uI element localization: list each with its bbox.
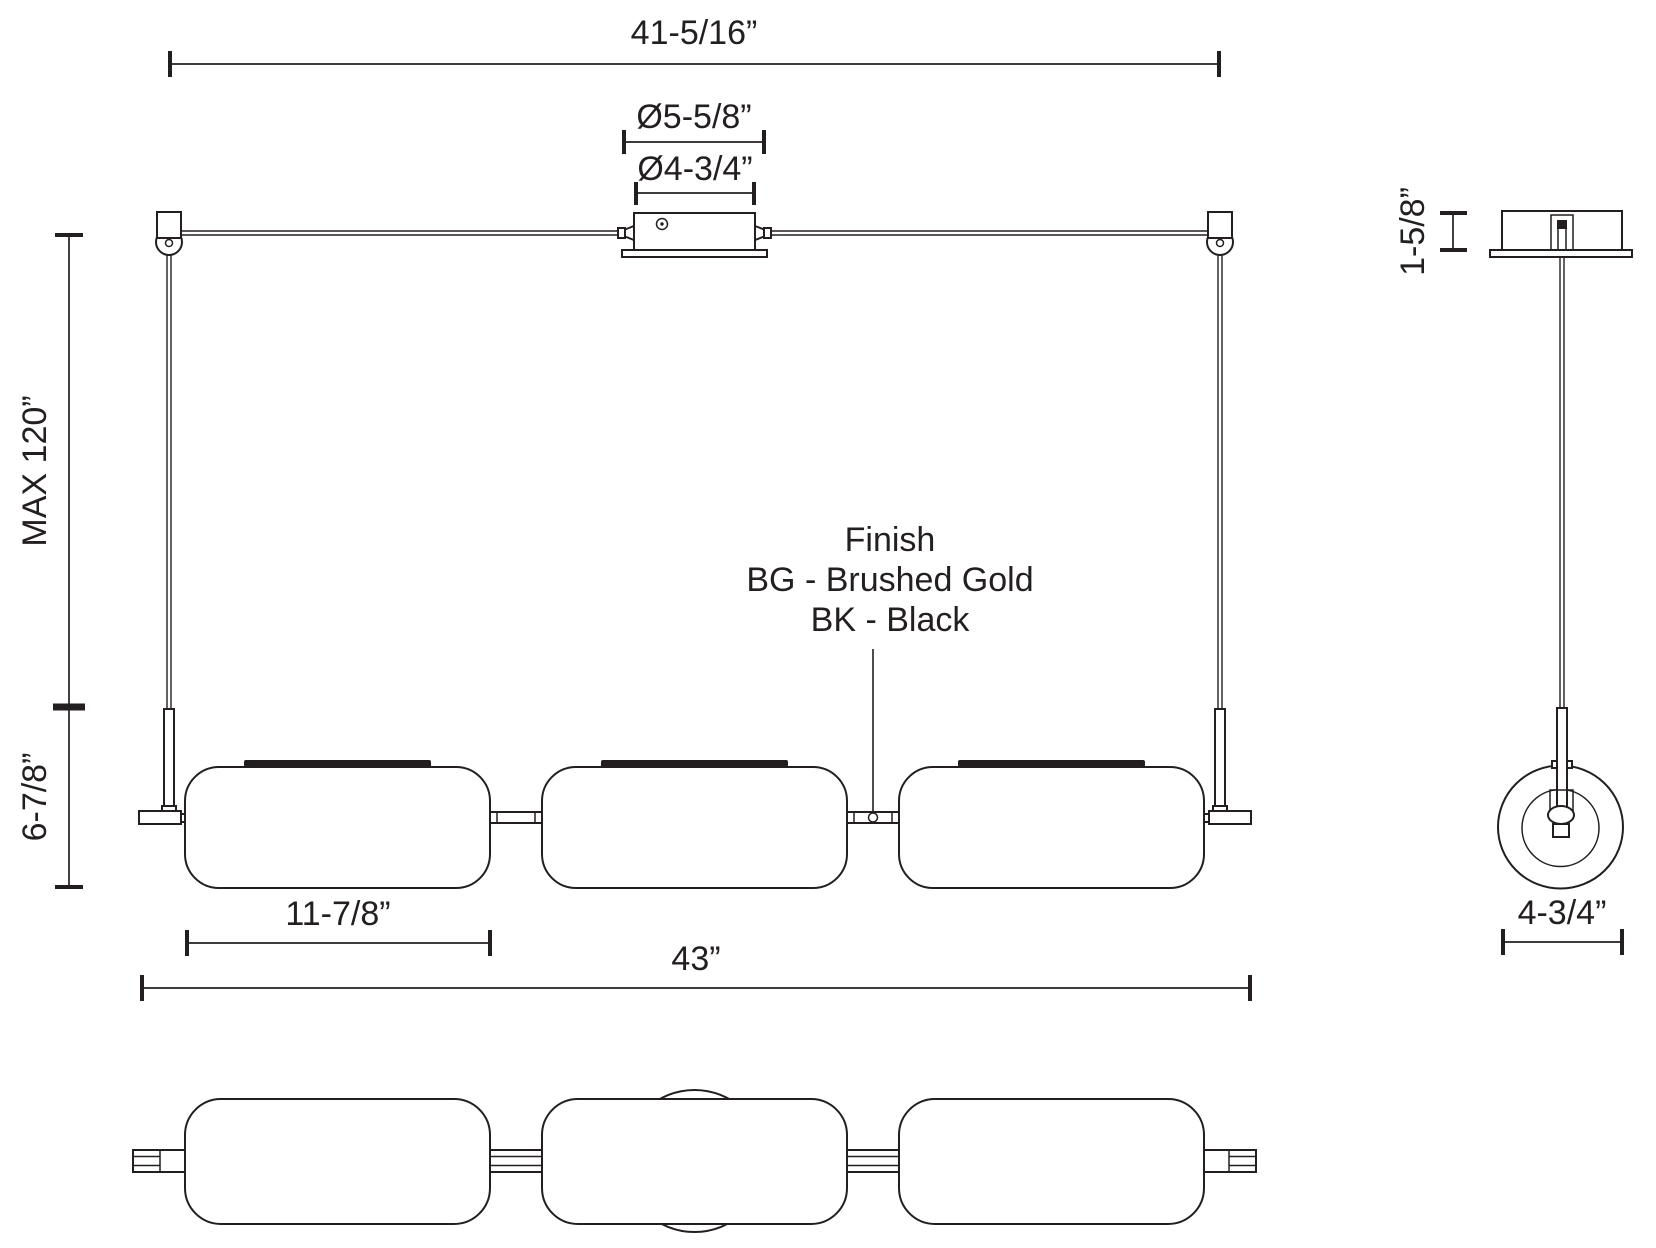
canopy-body bbox=[633, 212, 756, 251]
dimension-shade-width: 11-7/8” bbox=[185, 895, 492, 956]
ceiling-canopy-front bbox=[617, 212, 772, 258]
canopy-screw-center bbox=[660, 222, 664, 226]
cable-knob-right bbox=[763, 227, 772, 239]
canopy-trim-plate-side bbox=[1489, 249, 1633, 258]
shade-top-strip bbox=[958, 760, 1145, 767]
shade-3-plan bbox=[898, 1098, 1205, 1225]
dimension-canopy-body-diameter: Ø4-3/4” bbox=[634, 150, 756, 205]
hub-knuckle bbox=[1547, 805, 1575, 825]
gripper-body bbox=[156, 211, 182, 239]
dimension-label: 43” bbox=[671, 940, 720, 978]
side-view: 1-5/8” 4-3/4” bbox=[1394, 187, 1633, 955]
dimension-max-suspension-height: MAX 120” bbox=[16, 233, 85, 711]
dimension-canopy-height: 1-5/8” bbox=[1394, 187, 1467, 276]
canopy-gripper-slot bbox=[1550, 214, 1574, 251]
dimension-label: 41-5/16” bbox=[631, 14, 758, 52]
finish-option-black: BK - Black bbox=[811, 601, 971, 639]
end-bracket bbox=[1208, 810, 1252, 825]
front-view: 41-5/16” Ø5-5/8” Ø4-3/4” bbox=[16, 14, 1252, 1001]
dimension-fixture-height: 6-7/8” bbox=[16, 707, 83, 889]
side-drop-cable bbox=[1559, 257, 1565, 708]
dimension-label: 6-7/8” bbox=[16, 753, 54, 842]
cable-knob-left bbox=[617, 227, 626, 239]
shade-ring-side bbox=[1497, 707, 1624, 890]
stem bbox=[1214, 708, 1226, 807]
dimension-label: 4-3/4” bbox=[1518, 894, 1607, 932]
hub-peg bbox=[1552, 823, 1570, 838]
canopy-body-side bbox=[1501, 210, 1623, 251]
end-link-body bbox=[132, 1149, 186, 1173]
shade-2-front bbox=[541, 760, 848, 889]
vertical-drop-cables bbox=[166, 255, 1223, 709]
canopy-gripper bbox=[1557, 220, 1567, 229]
plan-connector-1 bbox=[489, 1149, 543, 1173]
dimension-shade-depth: 4-3/4” bbox=[1501, 894, 1624, 955]
gripper-body bbox=[1207, 211, 1233, 239]
dimension-canopy-trim-diameter: Ø5-5/8” bbox=[622, 98, 766, 154]
dimension-label: 1-5/8” bbox=[1394, 187, 1432, 276]
cable-cone-left bbox=[624, 224, 635, 242]
dimension-label: Ø4-3/4” bbox=[637, 150, 752, 188]
plan-view bbox=[132, 1089, 1257, 1233]
dimension-label: Ø5-5/8” bbox=[636, 98, 751, 136]
shade-3-front bbox=[898, 760, 1205, 889]
shade-body bbox=[184, 766, 491, 889]
shade-top-strip bbox=[601, 760, 788, 767]
gripper-hole bbox=[1215, 238, 1225, 248]
end-link-body bbox=[1203, 1149, 1257, 1173]
cable-gripper-left bbox=[155, 211, 183, 256]
shade-1-plan bbox=[184, 1098, 491, 1225]
dimension-label: 11-7/8” bbox=[285, 895, 390, 933]
canopy-trim-plate bbox=[621, 249, 768, 258]
shade-connector-2 bbox=[846, 811, 900, 824]
connector-body bbox=[489, 811, 543, 824]
plan-end-link-right bbox=[1203, 1149, 1257, 1173]
end-bracket bbox=[138, 810, 182, 825]
cable-cone-right bbox=[754, 224, 765, 242]
connector-body bbox=[846, 811, 900, 824]
connector-body bbox=[489, 1149, 543, 1173]
cable-gripper-right bbox=[1206, 211, 1234, 256]
connector-screw-icon bbox=[867, 812, 879, 823]
connector-body bbox=[846, 1149, 900, 1173]
end-stem-right bbox=[1203, 708, 1252, 825]
shade-2-plan bbox=[541, 1098, 848, 1225]
gripper-hole bbox=[164, 238, 174, 248]
dimension-label: MAX 120” bbox=[16, 395, 54, 546]
horizontal-suspension-cables bbox=[181, 230, 1208, 236]
dimension-suspension-width: 41-5/16” bbox=[168, 14, 1221, 77]
shade-1-front bbox=[184, 760, 491, 889]
ceiling-canopy-side bbox=[1489, 210, 1633, 258]
shade-body bbox=[898, 766, 1205, 889]
finish-note-title: Finish bbox=[845, 521, 936, 559]
end-stem-left bbox=[138, 708, 187, 825]
finish-option-brushed-gold: BG - Brushed Gold bbox=[746, 561, 1033, 599]
shade-top-strip bbox=[244, 760, 431, 767]
shade-body bbox=[541, 766, 848, 889]
plan-end-link-left bbox=[132, 1149, 186, 1173]
finish-note: Finish BG - Brushed Gold BK - Black bbox=[746, 521, 1034, 811]
stem-side bbox=[1556, 707, 1568, 809]
dimension-overall-length: 43” bbox=[140, 940, 1252, 1001]
canopy-screw-icon bbox=[655, 217, 669, 231]
stem bbox=[163, 708, 175, 807]
plan-connector-2 bbox=[846, 1149, 900, 1173]
shade-connector-1 bbox=[489, 811, 543, 824]
